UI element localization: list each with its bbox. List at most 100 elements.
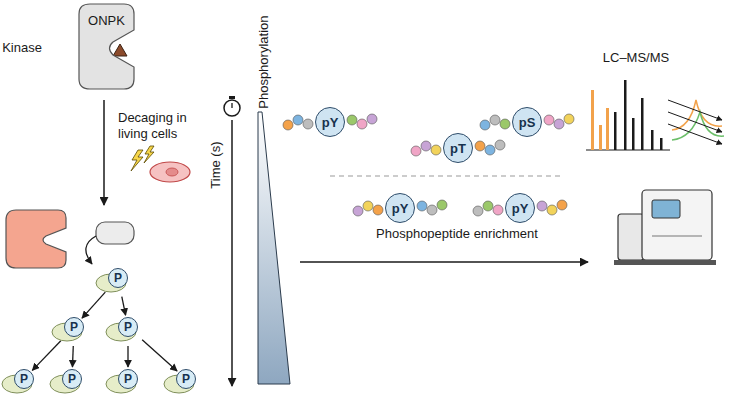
kinase-body — [79, 4, 134, 89]
spectrum-peak — [624, 80, 627, 150]
amino-acid-bead — [293, 115, 303, 125]
amino-acid-bead — [283, 120, 293, 130]
light-bolt — [131, 150, 143, 171]
phosphopeptide-site: pT — [443, 133, 473, 163]
amino-acid-bead — [367, 114, 377, 124]
amino-acid-bead — [357, 119, 367, 129]
spectrum-peak — [641, 98, 644, 150]
phospho-site: P — [64, 317, 84, 337]
amino-acid-bead — [554, 119, 564, 129]
phospho-label: P — [124, 321, 132, 333]
phospho-label: P — [182, 373, 190, 385]
enrichment-arrow — [300, 261, 588, 263]
amino-acid-bead — [473, 206, 483, 216]
phospho-label: P — [114, 272, 122, 284]
separator-line — [330, 175, 562, 176]
cell-nucleus — [166, 168, 178, 176]
cascade-arrow — [72, 346, 74, 367]
spectrum-peak — [591, 90, 594, 150]
phospho-label: P — [124, 373, 132, 385]
phospho-label: P — [70, 321, 78, 333]
kinase-shape: ONPK — [78, 3, 135, 90]
amino-acid-bead — [303, 119, 313, 129]
cell-icon — [150, 162, 190, 182]
spectrum-peak — [606, 108, 609, 150]
cascade-arrow — [82, 292, 105, 318]
phosphorylation-arrow — [86, 236, 96, 264]
amino-acid-bead — [373, 205, 383, 215]
spectrum-peak — [660, 138, 663, 150]
chromatogram-arrow — [668, 112, 722, 132]
phosphopeptide-site: pY — [315, 107, 345, 137]
active-kinase — [6, 210, 66, 268]
phospho-label: pY — [392, 202, 409, 215]
amino-acid-bead — [483, 201, 493, 211]
phospho-label: pS — [519, 116, 536, 129]
amino-acid-bead — [493, 205, 503, 215]
cascade-arrow — [32, 341, 61, 371]
phospho-site: P — [14, 369, 34, 389]
amino-acid-bead — [411, 146, 421, 156]
spectrum-axis — [586, 150, 670, 151]
cascade-arrow — [122, 297, 126, 316]
amino-acid-bead — [500, 119, 510, 129]
chromatogram-arrow — [668, 100, 722, 120]
amino-acid-bead — [480, 120, 490, 130]
amino-acid-bead — [417, 201, 427, 211]
amino-acid-bead — [437, 200, 447, 210]
phospho-site: P — [108, 268, 128, 288]
amino-acid-bead — [353, 206, 363, 216]
amino-acid-bead — [347, 115, 357, 125]
cascade-arrow — [127, 346, 128, 367]
amino-acid-bead — [427, 205, 437, 215]
substrate — [96, 222, 134, 244]
phospho-site: P — [118, 317, 138, 337]
amino-acid-bead — [475, 141, 485, 151]
amino-acid-bead — [485, 145, 495, 155]
phospho-label: P — [20, 373, 28, 385]
figure-label: Decaging in living cells — [118, 110, 214, 143]
phospho-label: pT — [450, 142, 466, 155]
figure-label: Kinase — [2, 40, 42, 56]
decaging-arrow — [103, 100, 105, 205]
figure-label: Phosphopeptide enrichment — [376, 226, 538, 242]
instrument-base — [614, 260, 716, 265]
timer-hand — [231, 103, 232, 108]
amino-acid-bead — [564, 114, 574, 124]
phosphopeptide-site: pY — [385, 193, 415, 223]
amino-acid-bead — [431, 145, 441, 155]
figure-label: LC–MS/MS — [603, 50, 669, 66]
substrate-ovals — [2, 274, 194, 393]
timer-icon — [224, 100, 240, 116]
figure-label: Time (s) — [209, 141, 225, 188]
amino-acid-bead — [363, 201, 373, 211]
phosphorylation-wedge — [258, 112, 290, 384]
spectrum-peak — [599, 125, 602, 150]
amino-acid-bead — [421, 141, 431, 151]
caged-ligand — [113, 44, 127, 56]
phospho-site: P — [118, 369, 138, 389]
light-bolt — [144, 146, 154, 163]
lc-module — [618, 214, 644, 260]
phospho-site: P — [62, 369, 82, 389]
instrument-panel-line — [652, 236, 702, 237]
phospho-label: pY — [512, 202, 529, 215]
phospho-label: P — [68, 373, 76, 385]
spectrum-peak — [632, 118, 635, 150]
time-arrow — [231, 120, 233, 386]
amino-acid-bead — [495, 140, 505, 150]
phospho-site: P — [176, 369, 196, 389]
spectrum-peak — [651, 130, 654, 150]
amino-acid-bead — [544, 115, 554, 125]
amino-acid-bead — [490, 115, 500, 125]
amino-acid-bead — [547, 205, 557, 215]
cascade-arrow — [142, 340, 177, 371]
kinase-name: ONPK — [88, 14, 125, 27]
mass-spectrometer — [642, 190, 712, 260]
amino-acid-bead — [537, 201, 547, 211]
spectrum-peak — [614, 112, 617, 150]
figure-label: Phosphorylation — [257, 15, 273, 108]
amino-acid-bead — [557, 200, 567, 210]
phosphopeptide-site: pS — [512, 107, 542, 137]
